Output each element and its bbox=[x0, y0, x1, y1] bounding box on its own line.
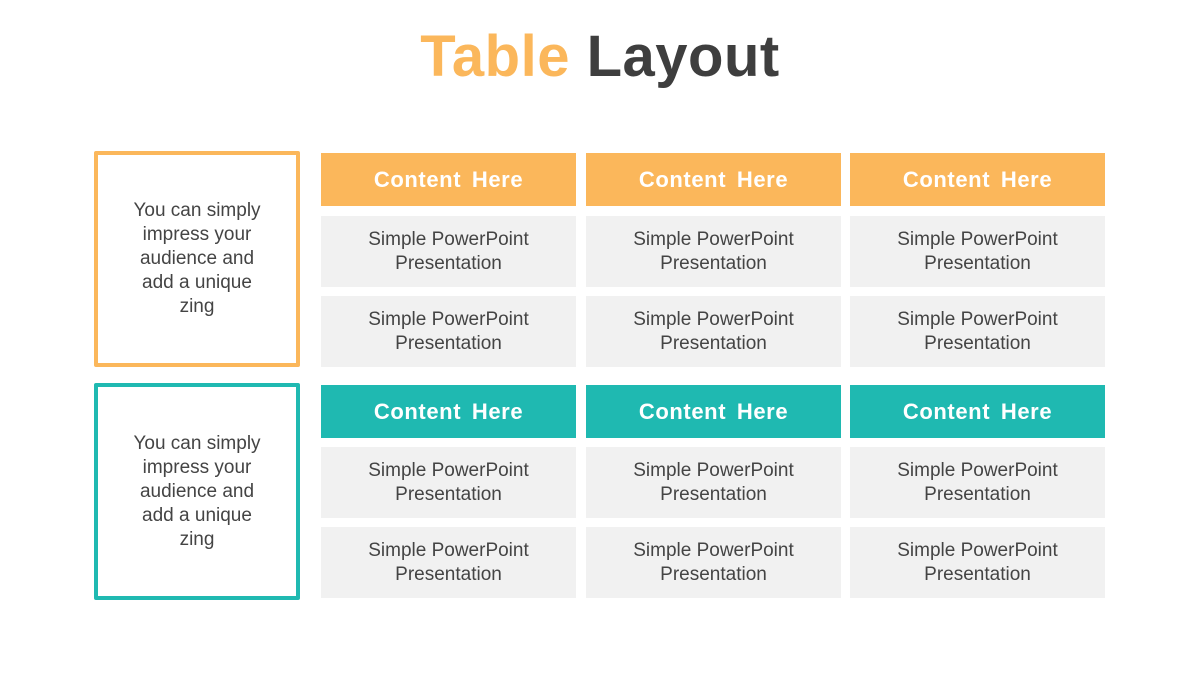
table-cell-text: Simple PowerPoint Presentation bbox=[633, 539, 794, 585]
table-cell: Simple PowerPoint Presentation bbox=[321, 527, 576, 598]
table-cell: Simple PowerPoint Presentation bbox=[850, 447, 1105, 518]
table-cell-text: Simple PowerPoint Presentation bbox=[368, 228, 529, 274]
table-cell: Simple PowerPoint Presentation bbox=[586, 216, 841, 287]
table-cell: Simple PowerPoint Presentation bbox=[586, 447, 841, 518]
table-header-cell: Content Here bbox=[850, 385, 1105, 438]
table-header-cell: Content Here bbox=[321, 385, 576, 438]
title-word-layout: Layout bbox=[586, 24, 780, 89]
table-cell-text: Simple PowerPoint Presentation bbox=[897, 459, 1058, 505]
side-text: You can simply impress your audience and… bbox=[133, 432, 261, 550]
table-cell: Simple PowerPoint Presentation bbox=[586, 527, 841, 598]
table-cell: Simple PowerPoint Presentation bbox=[321, 296, 576, 367]
side-text-box-teal: You can simply impress your audience and… bbox=[94, 383, 300, 600]
table-cell-text: Simple PowerPoint Presentation bbox=[633, 308, 794, 354]
table-cell: Simple PowerPoint Presentation bbox=[850, 527, 1105, 598]
table-header-cell: Content Here bbox=[586, 153, 841, 206]
table-header-cell: Content Here bbox=[321, 153, 576, 206]
table-cell-text: Simple PowerPoint Presentation bbox=[633, 228, 794, 274]
table-cell: Simple PowerPoint Presentation bbox=[850, 296, 1105, 367]
table-cell-text: Simple PowerPoint Presentation bbox=[897, 228, 1058, 274]
table-cell-text: Simple PowerPoint Presentation bbox=[633, 459, 794, 505]
table-header-cell: Content Here bbox=[586, 385, 841, 438]
table-cell-text: Simple PowerPoint Presentation bbox=[368, 308, 529, 354]
table-cell: Simple PowerPoint Presentation bbox=[850, 216, 1105, 287]
page-title: Table Layout bbox=[0, 22, 1200, 92]
table-cell: Simple PowerPoint Presentation bbox=[321, 447, 576, 518]
table-cell-text: Simple PowerPoint Presentation bbox=[897, 539, 1058, 585]
table-cell-text: Simple PowerPoint Presentation bbox=[368, 539, 529, 585]
table-header-cell: Content Here bbox=[850, 153, 1105, 206]
side-text-box-orange: You can simply impress your audience and… bbox=[94, 151, 300, 367]
table-cell-text: Simple PowerPoint Presentation bbox=[897, 308, 1058, 354]
table-cell: Simple PowerPoint Presentation bbox=[586, 296, 841, 367]
table-cell-text: Simple PowerPoint Presentation bbox=[368, 459, 529, 505]
table-cell: Simple PowerPoint Presentation bbox=[321, 216, 576, 287]
title-word-table: Table bbox=[420, 24, 570, 89]
side-text: You can simply impress your audience and… bbox=[133, 200, 261, 317]
